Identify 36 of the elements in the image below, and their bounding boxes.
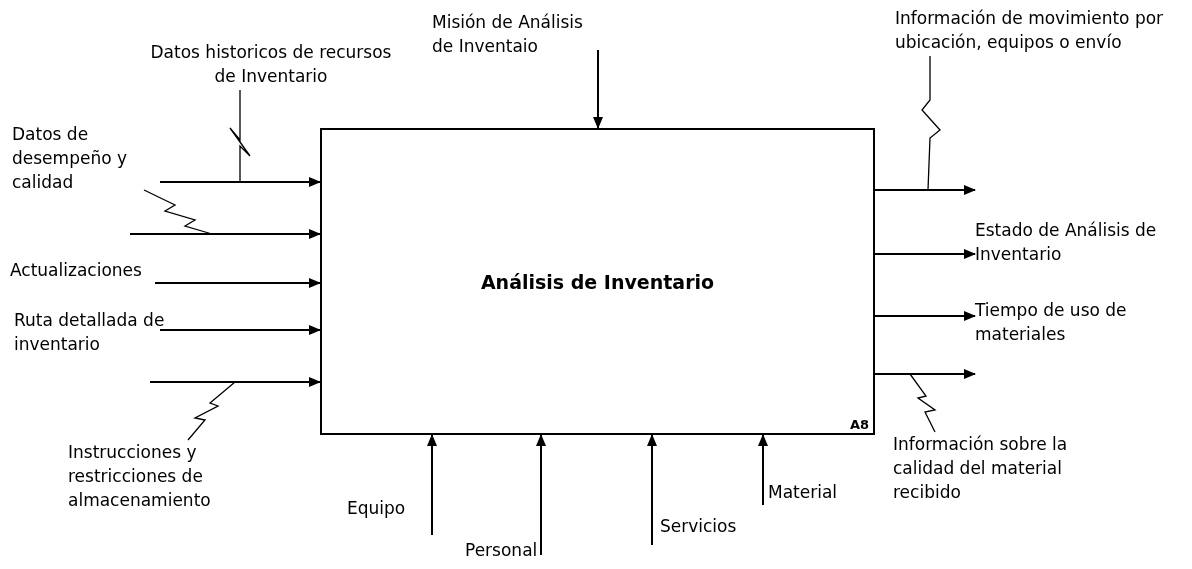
arrow <box>874 311 976 321</box>
arrow <box>427 434 437 536</box>
edge-label: Equipo <box>347 497 407 520</box>
arrow <box>647 434 657 546</box>
arrow <box>159 325 321 335</box>
arrow <box>149 377 321 387</box>
arrow-label: Información de movimiento por ubicación, equipos o envío <box>895 6 1190 56</box>
edge-label: Ruta detallada de inventario <box>14 309 166 356</box>
arrow <box>536 434 546 556</box>
squiggle-leader <box>187 381 236 441</box>
process-box <box>320 128 875 435</box>
arrow-label: Información sobre la calidad del material recibido <box>893 432 1108 506</box>
squiggle-leader <box>143 189 213 235</box>
edge-label: Tiempo de uso de materiales <box>975 299 1128 346</box>
arrow <box>874 185 976 195</box>
node-number: A8 <box>849 417 869 432</box>
squiggle-leader <box>921 55 941 191</box>
arrow-label: Instrucciones y restricciones de almacenamiento <box>68 440 283 514</box>
arrow <box>874 369 976 379</box>
arrow-label: Datos historicos de recursos de Inventario <box>140 40 402 90</box>
arrow <box>154 278 321 288</box>
process-title: Análisis de Inventario <box>480 270 715 293</box>
edge-label: Personal <box>465 539 539 562</box>
edge-label: Actualizaciones <box>10 259 143 282</box>
edge-label: Material <box>768 481 839 504</box>
edge-label: Estado de Análisis de Inventario <box>975 219 1158 266</box>
arrow <box>159 177 321 187</box>
squiggle-leader <box>909 373 937 433</box>
arrow <box>758 434 768 506</box>
arrow <box>593 49 603 129</box>
edge-label: Misión de Análisis de Inventaio <box>432 11 584 58</box>
squiggle-leader <box>229 89 251 183</box>
arrow <box>874 249 976 259</box>
arrow <box>129 229 321 239</box>
arrow-label: Datos de desempeño y calidad <box>12 122 144 196</box>
edge-label: Servicios <box>660 515 738 538</box>
